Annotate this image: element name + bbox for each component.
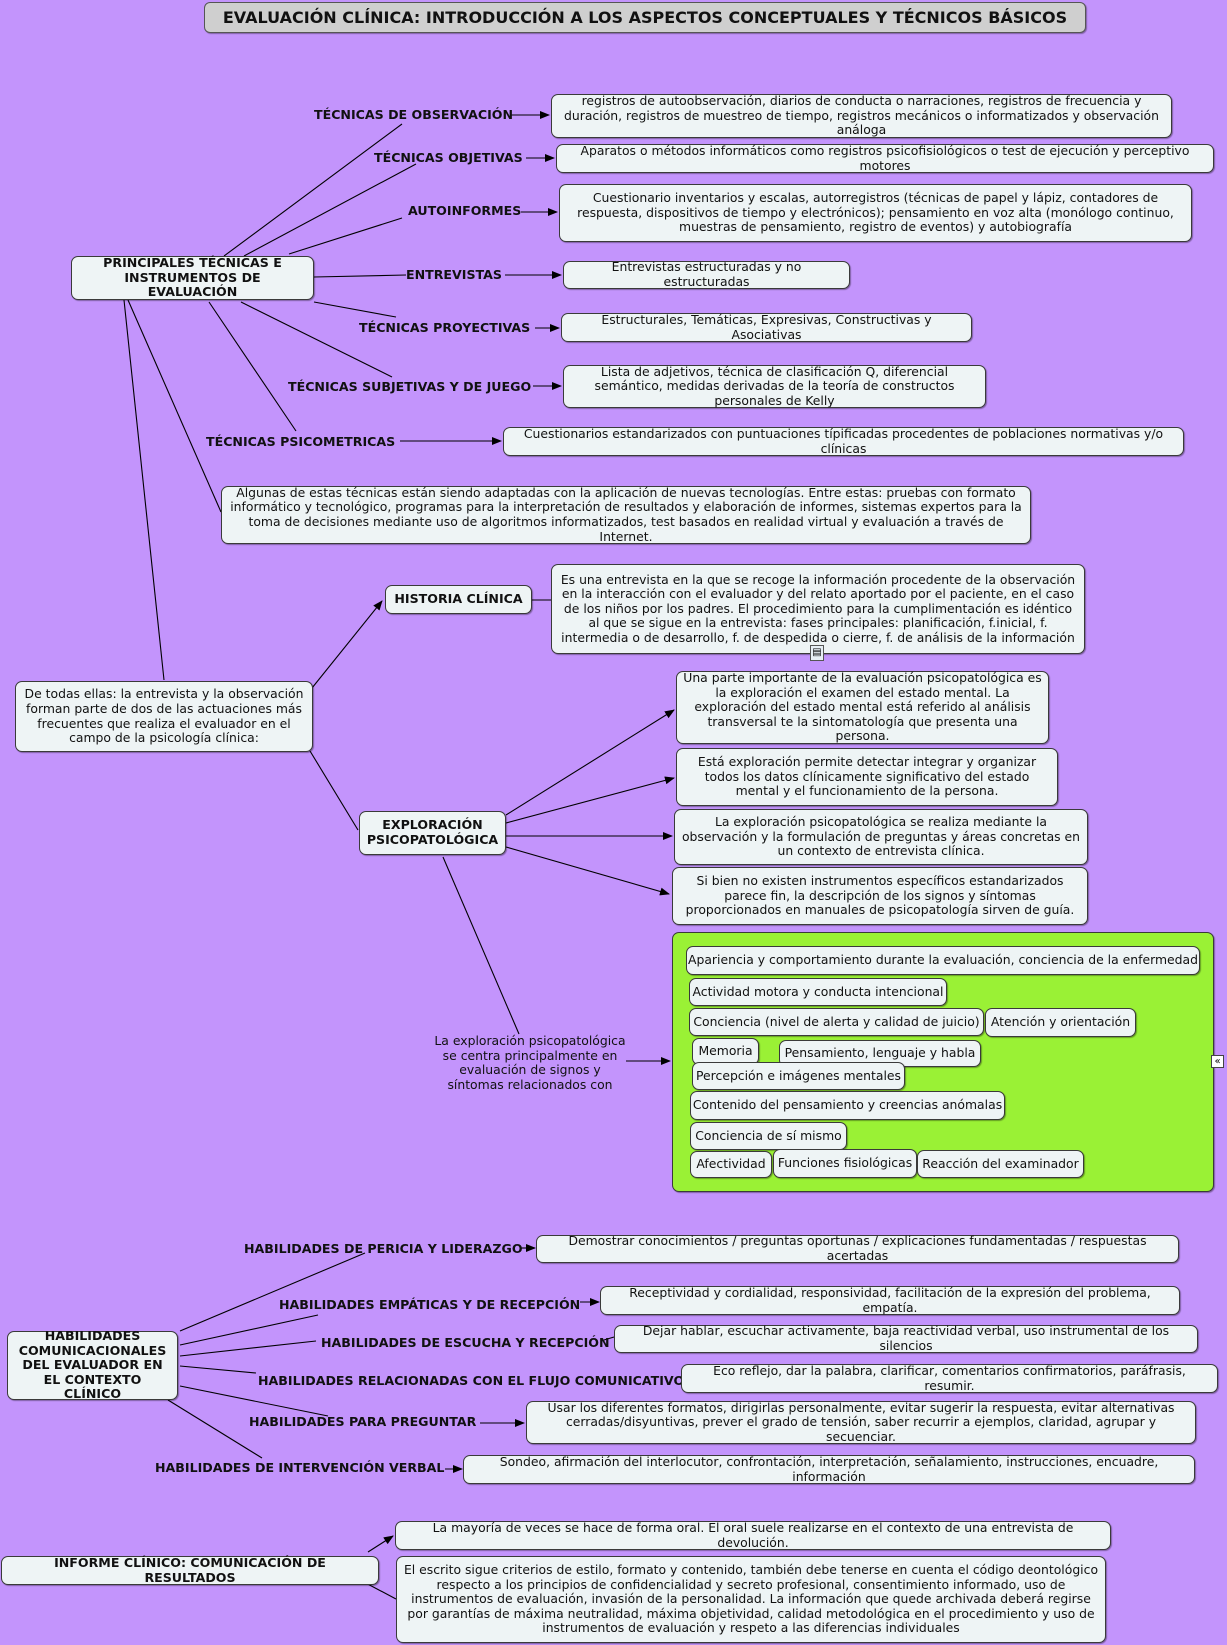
detail-tecnicas-subjetivas[interactable]: Lista de adjetivos, técnica de clasifica… xyxy=(563,363,986,408)
area-funciones-fisiologicas[interactable]: Funciones fisiológicas xyxy=(773,1149,917,1178)
label-habilidades-escucha[interactable]: HABILIDADES DE ESCUCHA Y RECEPCIÓN xyxy=(321,1335,610,1350)
detail-habilidades-empaticas[interactable]: Receptividad y cordialidad, responsivida… xyxy=(600,1284,1180,1315)
detail-text: Demostrar conocimientos / preguntas opor… xyxy=(568,1233,1147,1263)
detail-text: Dejar hablar, escuchar activamente, baja… xyxy=(642,1323,1170,1353)
detail-text: Aparatos o métodos informáticos como reg… xyxy=(580,142,1190,173)
node-habilidades-comunicacionales[interactable]: HABILIDADES COMUNICACIONALES DEL EVALUAD… xyxy=(7,1328,178,1402)
area-reaccion-examinador[interactable]: Reacción del examinador xyxy=(917,1150,1084,1178)
detail-text: Cuestionarios estandarizados con puntuac… xyxy=(523,425,1164,456)
area-conciencia-alerta[interactable]: Conciencia (nivel de alerta y calidad de… xyxy=(689,1008,984,1036)
detail-tecnicas-observacion[interactable]: registros de autoobservación, diarios de… xyxy=(551,93,1172,138)
node-text: De todas ellas: la entrevista y la obser… xyxy=(24,686,304,746)
label-tecnicas-psicometricas[interactable]: TÉCNICAS PSICOMETRICAS xyxy=(206,434,396,449)
detail-text: Sondeo, afirmación del interlocutor, con… xyxy=(499,1453,1159,1484)
detail-text: Lista de adjetivos, técnica de clasifica… xyxy=(594,363,955,408)
node-nuevas-tecnologias[interactable]: Algunas de estas técnicas están siendo a… xyxy=(221,484,1031,544)
detail-text: Cuestionario inventarios y escalas, auto… xyxy=(577,190,1174,235)
text-exploracion-centra: La exploración psicopatológica se centra… xyxy=(434,1033,626,1092)
detail-text: Es una entrevista en la que se recoge la… xyxy=(560,571,1076,645)
detail-text: Usar los diferentes formatos, dirigirlas… xyxy=(547,1399,1175,1444)
area-percepcion[interactable]: Percepción e imágenes mentales xyxy=(692,1062,905,1090)
area-apariencia[interactable]: Apariencia y comportamiento durante la e… xyxy=(686,946,1200,975)
label-tecnicas-subjetivas[interactable]: TÉCNICAS SUBJETIVAS Y DE JUEGO xyxy=(288,379,532,394)
page-title: EVALUACIÓN CLÍNICA: INTRODUCCIÓN A LOS A… xyxy=(204,2,1086,33)
detail-habilidades-intervencion[interactable]: Sondeo, afirmación del interlocutor, con… xyxy=(463,1453,1195,1484)
label-habilidades-pericia[interactable]: HABILIDADES DE PERICIA Y LIDERAZGO xyxy=(244,1241,523,1256)
area-contenido-pensamiento[interactable]: Contenido del pensamiento y creencias an… xyxy=(690,1091,1005,1120)
label-habilidades-flujo[interactable]: HABILIDADES RELACIONADAS CON EL FLUJO CO… xyxy=(258,1373,685,1388)
detail-text: La mayoría de veces se hace de forma ora… xyxy=(432,1519,1074,1550)
node-label: HABILIDADES COMUNICACIONALES DEL EVALUAD… xyxy=(18,1328,167,1402)
note-text: La exploración psicopatológica se realiz… xyxy=(681,814,1081,859)
label-tecnicas-observacion[interactable]: TÉCNICAS DE OBSERVACIÓN xyxy=(314,107,514,122)
label-tecnicas-objetivas[interactable]: TÉCNICAS OBJETIVAS xyxy=(374,150,523,165)
node-historia-clinica[interactable]: HISTORIA CLÍNICA xyxy=(385,585,532,614)
detail-tecnicas-proyectivas[interactable]: Estructurales, Temáticas, Expresivas, Co… xyxy=(561,311,972,342)
detail-text: Entrevistas estructuradas y no estructur… xyxy=(611,259,802,289)
detail-habilidades-escucha[interactable]: Dejar hablar, escuchar activamente, baja… xyxy=(614,1323,1198,1353)
note-text: Una parte importante de la evaluación ps… xyxy=(683,670,1042,744)
detail-text: registros de autoobservación, diarios de… xyxy=(564,93,1159,138)
note-exploracion-4[interactable]: Si bien no existen instrumentos específi… xyxy=(672,867,1088,925)
detail-text: El escrito sigue criterios de estilo, fo… xyxy=(403,1562,1099,1636)
detail-autoinformes[interactable]: Cuestionario inventarios y escalas, auto… xyxy=(559,184,1192,242)
detail-text: Eco reflejo, dar la palabra, clarificar,… xyxy=(713,1362,1186,1393)
note-icon[interactable]: ▤ xyxy=(810,645,824,661)
collapse-icon[interactable]: « xyxy=(1211,1055,1224,1068)
area-atencion-orientacion[interactable]: Atención y orientación xyxy=(985,1008,1136,1037)
node-entrevista-observacion[interactable]: De todas ellas: la entrevista y la obser… xyxy=(15,681,313,752)
detail-habilidades-preguntar[interactable]: Usar los diferentes formatos, dirigirlas… xyxy=(526,1399,1196,1444)
label-autoinformes[interactable]: AUTOINFORMES xyxy=(408,203,522,218)
node-label: HISTORIA CLÍNICA xyxy=(394,591,523,607)
note-text: Si bien no existen instrumentos específi… xyxy=(685,873,1075,918)
detail-entrevistas[interactable]: Entrevistas estructuradas y no estructur… xyxy=(563,259,850,289)
detail-informe-oral[interactable]: La mayoría de veces se hace de forma ora… xyxy=(395,1519,1111,1550)
detail-habilidades-flujo[interactable]: Eco reflejo, dar la palabra, clarificar,… xyxy=(681,1362,1218,1393)
note-exploracion-1[interactable]: Una parte importante de la evaluación ps… xyxy=(676,670,1049,744)
note-exploracion-3[interactable]: La exploración psicopatológica se realiz… xyxy=(674,809,1088,865)
node-text: Algunas de estas técnicas están siendo a… xyxy=(230,484,1022,544)
detail-habilidades-pericia[interactable]: Demostrar conocimientos / preguntas opor… xyxy=(536,1233,1179,1263)
area-afectividad[interactable]: Afectividad xyxy=(690,1151,772,1178)
detail-tecnicas-psicometricas[interactable]: Cuestionarios estandarizados con puntuac… xyxy=(503,425,1184,456)
area-conciencia-si-mismo[interactable]: Conciencia de sí mismo xyxy=(690,1122,847,1150)
detail-historia-clinica[interactable]: Es una entrevista en la que se recoge la… xyxy=(551,564,1085,654)
label-habilidades-empaticas[interactable]: HABILIDADES EMPÁTICAS Y DE RECEPCIÓN xyxy=(279,1297,581,1312)
node-principales-tecnicas[interactable]: PRINCIPALES TÉCNICAS E INSTRUMENTOS DE E… xyxy=(71,255,314,300)
area-memoria[interactable]: Memoria xyxy=(692,1038,759,1065)
label-tecnicas-proyectivas[interactable]: TÉCNICAS PROYECTIVAS xyxy=(359,320,531,335)
label-habilidades-preguntar[interactable]: HABILIDADES PARA PREGUNTAR xyxy=(249,1414,477,1429)
detail-tecnicas-objetivas[interactable]: Aparatos o métodos informáticos como reg… xyxy=(556,142,1214,173)
label-entrevistas[interactable]: ENTREVISTAS xyxy=(406,267,502,282)
node-label: INFORME CLÍNICO: COMUNICACIÓN DE RESULTA… xyxy=(54,1554,326,1585)
node-label: PRINCIPALES TÉCNICAS E INSTRUMENTOS DE E… xyxy=(103,255,282,300)
note-exploracion-2[interactable]: Está exploración permite detectar integr… xyxy=(676,748,1058,806)
detail-text: Receptividad y cordialidad, responsivida… xyxy=(629,1284,1151,1315)
node-informe-clinico[interactable]: INFORME CLÍNICO: COMUNICACIÓN DE RESULTA… xyxy=(1,1554,379,1585)
label-habilidades-intervencion[interactable]: HABILIDADES DE INTERVENCIÓN VERBAL xyxy=(155,1460,445,1475)
area-actividad-motora[interactable]: Actividad motora y conducta intencional xyxy=(689,978,947,1006)
detail-text: Estructurales, Temáticas, Expresivas, Co… xyxy=(601,311,932,342)
node-exploracion-psicopatologica[interactable]: EXPLORACIÓN PSICOPATOLÓGICA xyxy=(359,811,506,855)
detail-informe-escrito[interactable]: El escrito sigue criterios de estilo, fo… xyxy=(396,1556,1106,1643)
note-text: Está exploración permite detectar integr… xyxy=(697,754,1037,799)
node-label: EXPLORACIÓN PSICOPATOLÓGICA xyxy=(366,817,499,847)
